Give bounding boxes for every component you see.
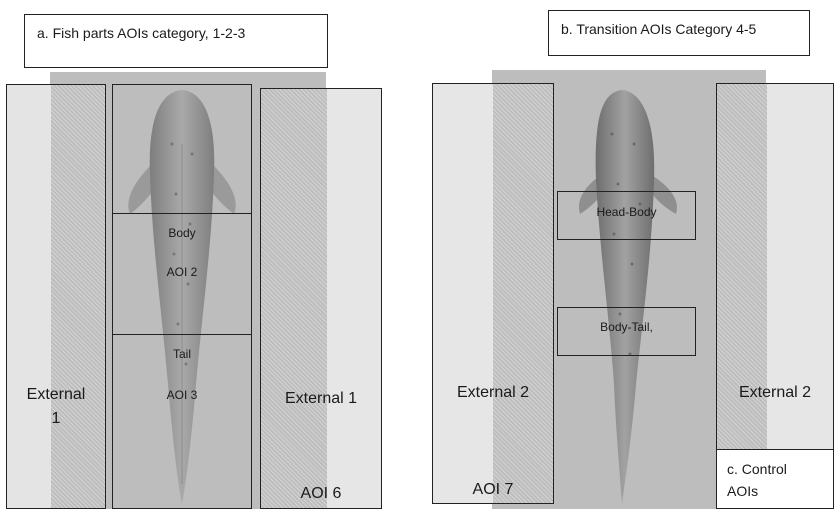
panel-b-external-right-label: External 2 (718, 384, 832, 402)
panel-b-fish-image (560, 84, 690, 509)
panel-a-caption: a. Fish parts AOIs category, 1-2-3 (24, 14, 328, 68)
panel-b-head-body-label: Head-Body (557, 205, 696, 219)
panel-b-external-left-aoi (432, 83, 554, 504)
panel-a-body-aoi-label: AOI 2 (112, 265, 252, 279)
panel-b-body-tail-label: Body-Tail, (557, 320, 696, 334)
panel-b-caption-text: b. Transition AOIs Category 4-5 (561, 21, 756, 37)
panel-b-external-left-aoi-label: AOI 7 (434, 481, 552, 499)
panel-a-external-left-line2: 1 (10, 407, 102, 431)
panel-c-control-caption: c. Control AOIs (716, 449, 834, 509)
panel-a-external-left-line1: External (10, 383, 102, 407)
panel-a-tail-aoi-label: AOI 3 (112, 388, 252, 402)
panel-a-external-left-aoi (6, 84, 106, 509)
panel-a-external-right-label: External 1 (262, 390, 380, 408)
panel-c-control-line2: AOIs (727, 480, 823, 502)
panel-a-external-right-aoi-label: AOI 6 (262, 485, 380, 503)
panel-a-tail-label: Tail (112, 347, 252, 361)
panel-b-external-right-aoi (716, 83, 834, 509)
panel-a-external-right-aoi (260, 88, 382, 509)
panel-a-external-left-label: External 1 (10, 383, 102, 431)
panel-b-external-left-label: External 2 (434, 384, 552, 402)
panel-a-caption-text: a. Fish parts AOIs category, 1-2-3 (37, 25, 245, 41)
panel-a-head-aoi (112, 84, 252, 214)
panel-b-caption: b. Transition AOIs Category 4-5 (548, 10, 810, 56)
panel-a-body-label: Body (112, 226, 252, 240)
panel-c-control-line1: c. Control (727, 458, 823, 480)
